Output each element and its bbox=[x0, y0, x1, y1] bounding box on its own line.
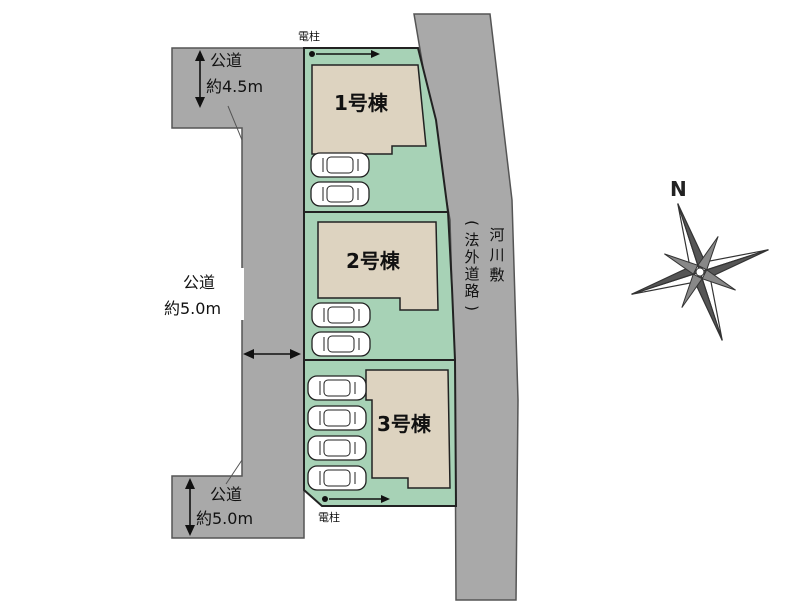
river-land-label: 河川敷 bbox=[489, 226, 504, 284]
utility-pole-icon bbox=[322, 496, 328, 502]
river-land-note-char: ) bbox=[463, 305, 481, 311]
car-icon bbox=[307, 465, 367, 491]
road-bottom-name: 公道 bbox=[210, 485, 242, 504]
car-icon bbox=[307, 405, 367, 431]
road-middle-name: 公道 bbox=[183, 273, 215, 292]
river-land-note-char: 道 bbox=[464, 265, 479, 283]
road-top-name: 公道 bbox=[210, 51, 242, 70]
river-land-label-char: 河 bbox=[489, 226, 504, 244]
compass-north-label: N bbox=[670, 177, 687, 201]
road-inner-corner bbox=[225, 105, 243, 485]
river-land-note-char: ( bbox=[463, 220, 481, 226]
river-land-note-char: 路 bbox=[464, 282, 479, 300]
building-3 bbox=[365, 369, 451, 489]
utility-pole-icon bbox=[309, 51, 315, 57]
road-middle-width: 約5.0m bbox=[164, 299, 221, 318]
river-land-label-char: 敷 bbox=[489, 266, 504, 284]
river-land-label-char: 川 bbox=[489, 246, 504, 264]
river-land-note-char: 法 bbox=[464, 231, 479, 249]
compass-rose bbox=[631, 203, 769, 341]
utility-pole-top-label: 電柱 bbox=[298, 29, 320, 43]
road-top-width-arrow bbox=[195, 50, 205, 108]
road-middle-label-bg bbox=[160, 268, 244, 320]
road-bottom-width-arrow bbox=[185, 478, 195, 536]
car-icon bbox=[307, 435, 367, 461]
utility-pole-bottom bbox=[322, 495, 390, 503]
building-1 bbox=[311, 64, 427, 155]
road-middle-width-arrow bbox=[243, 349, 301, 359]
lot-2-label: 2号棟 bbox=[346, 249, 401, 273]
lot-3-label: 3号棟 bbox=[377, 412, 432, 436]
car-icon bbox=[311, 302, 371, 328]
car-icon bbox=[310, 152, 370, 178]
car-icon bbox=[311, 331, 371, 357]
car-icon bbox=[310, 181, 370, 207]
lot-1-label: 1号棟 bbox=[334, 91, 389, 115]
utility-pole-top bbox=[309, 50, 380, 58]
building-2 bbox=[317, 221, 439, 311]
road-bottom-width: 約5.0m bbox=[196, 509, 253, 528]
parking-cars-lot-2 bbox=[311, 302, 371, 357]
car-icon bbox=[307, 375, 367, 401]
parking-cars-lot-3 bbox=[307, 375, 367, 491]
utility-pole-bottom-label: 電柱 bbox=[318, 510, 340, 524]
road-top-width: 約4.5m bbox=[206, 77, 263, 96]
river-land-note-char: 外 bbox=[464, 248, 479, 266]
parking-cars-lot-1 bbox=[310, 152, 370, 207]
